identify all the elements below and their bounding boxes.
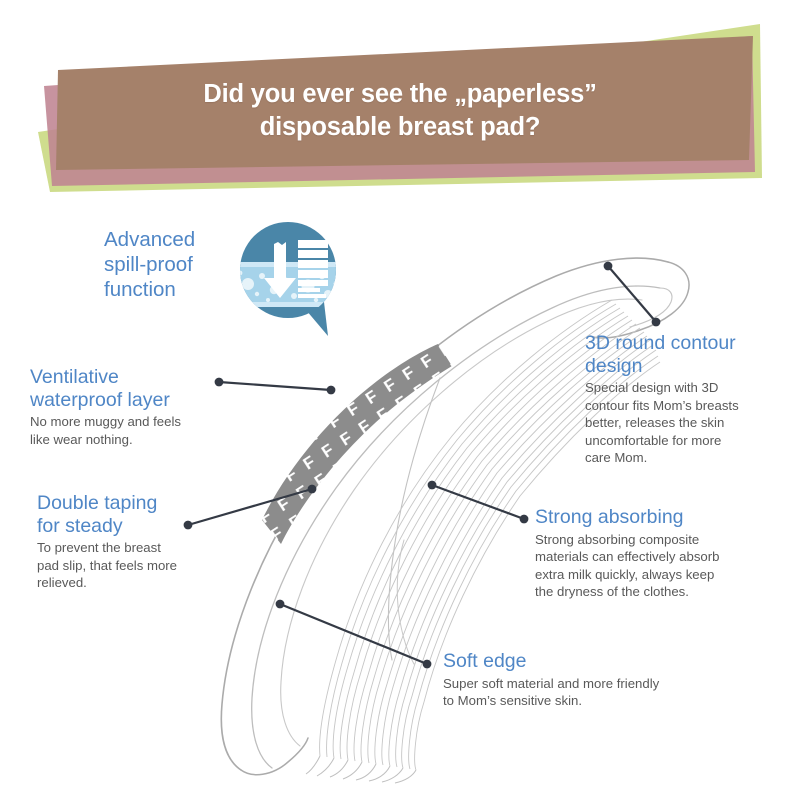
banner-shapes [38, 24, 762, 192]
banner-brown-shape [56, 36, 753, 170]
pad-fold-line-b [396, 539, 415, 665]
callout-strong-absorbing: Strong absorbing Strong absorbing compos… [535, 506, 765, 601]
liquid-band-top-stripe [240, 262, 336, 267]
callout-soft-edge-title: Soft edge [443, 650, 527, 672]
callout-strong-absorbing-body: Strong absorbing composite materials can… [535, 531, 720, 600]
callout-double-taping-title: Double taping for steady [37, 492, 158, 537]
leader-dot-3d-contour-end [651, 317, 661, 327]
leader-line-strong-absorbing [431, 483, 525, 521]
leader-dot-double-taping-end [307, 484, 317, 494]
callout-3d-round-contour: 3D round contour design Special design w… [585, 332, 795, 467]
callout-double-taping-body: To prevent the breast pad slip, that fee… [37, 540, 178, 591]
callout-spill-proof-title: Advanced spill-proof function [104, 228, 196, 301]
pad-fold-line-a [387, 377, 441, 661]
spill-proof-absorption-icon [240, 222, 336, 336]
leader-dot-ventilative-end [326, 385, 336, 395]
absorbent-sheet-bars [298, 240, 328, 298]
leader-dot-strong-absorbing-start [427, 480, 437, 490]
callout-ventilative-body: No more muggy and feels like wear nothin… [30, 414, 181, 447]
header-banner: Did you ever see the „paperless” disposa… [0, 0, 800, 210]
leader-dot-3d-contour-start [603, 261, 613, 271]
callout-3d-round-contour-title: 3D round contour design [585, 332, 736, 377]
pad-top-tip-inner [629, 287, 673, 328]
leader-line-3d-contour [607, 265, 657, 323]
waterproof-layer-hatch [262, 344, 452, 544]
leader-dot-soft-edge-end [422, 659, 432, 669]
down-arrow-icon [264, 242, 296, 298]
pad-soft-edge-sheets [305, 755, 417, 784]
callout-ventilative-waterproof-layer: Ventilative waterproof layer No more mug… [30, 366, 245, 448]
callout-strong-absorbing-title: Strong absorbing [535, 506, 684, 528]
callout-soft-edge: Soft edge Super soft material and more f… [443, 650, 713, 710]
leader-dot-strong-absorbing-end [519, 514, 529, 524]
callout-soft-edge-body: Super soft material and more friendly to… [443, 675, 660, 709]
pad-top-tip [589, 261, 690, 339]
callout-ventilative-title: Ventilative waterproof layer [30, 366, 170, 411]
callout-double-taping: Double taping for steady To prevent the … [37, 492, 237, 592]
leader-line-soft-edge [279, 602, 428, 666]
callout-3d-round-contour-body: Special design with 3D contour fits Mom’… [585, 380, 739, 466]
pad-bottom-tip [240, 737, 309, 776]
callout-spill-proof: Advanced spill-proof function [104, 227, 224, 302]
liquid-band-bottom-stripe [240, 302, 336, 307]
page-title: Did you ever see the „paperless” disposa… [203, 80, 597, 142]
leader-dot-soft-edge-start [275, 599, 285, 609]
